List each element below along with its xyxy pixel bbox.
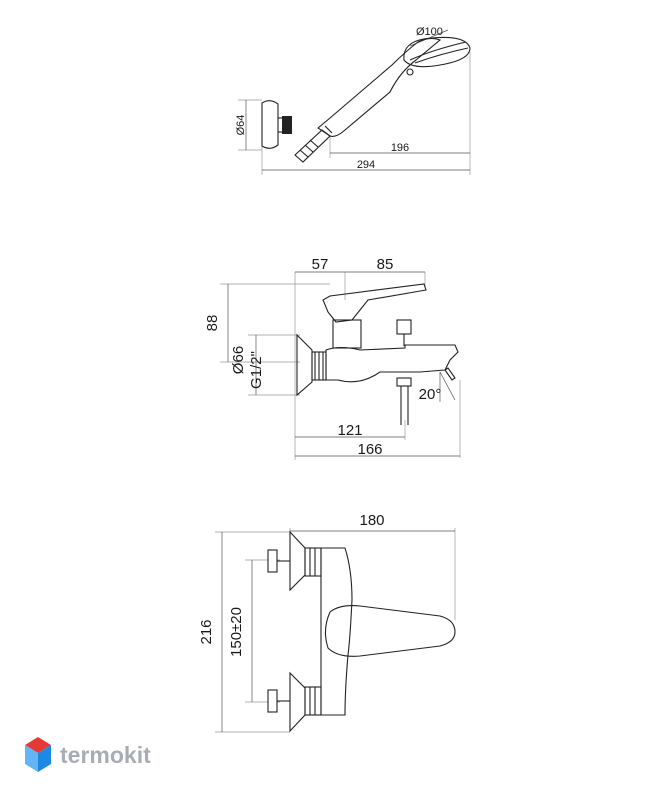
label-294: 294 bbox=[357, 159, 375, 171]
hand-shower-view: Ø100 Ø64 196 294 bbox=[235, 26, 471, 175]
label-dia-66: Ø66 bbox=[230, 346, 247, 374]
wall-flange bbox=[296, 333, 313, 397]
upper-nut bbox=[304, 547, 322, 577]
logo-cube-right bbox=[38, 745, 51, 772]
label-85: 85 bbox=[377, 256, 394, 273]
front-lever bbox=[324, 605, 456, 657]
label-dia-head: Ø100 bbox=[416, 26, 443, 38]
label-angle: 20° bbox=[419, 386, 442, 403]
upper-flange bbox=[289, 530, 306, 592]
front-body bbox=[320, 547, 353, 716]
cartridge bbox=[332, 319, 362, 349]
label-216: 216 bbox=[198, 619, 215, 644]
lower-knob bbox=[267, 689, 278, 713]
logo-cube-left bbox=[25, 745, 38, 772]
label-196: 196 bbox=[391, 142, 409, 154]
label-180: 180 bbox=[359, 512, 384, 529]
diverter-knob bbox=[396, 319, 412, 335]
lever bbox=[322, 283, 427, 323]
mixer-body bbox=[325, 344, 459, 383]
label-121: 121 bbox=[337, 422, 362, 439]
hose-outlet bbox=[396, 377, 412, 387]
lower-flange bbox=[289, 671, 306, 733]
label-88: 88 bbox=[204, 315, 221, 332]
mixer-front-view: 180 216 150±20 bbox=[198, 512, 456, 733]
shower-head bbox=[403, 36, 471, 68]
mixer-side-view: 57 85 88 Ø66 G1/2" 20° 121 166 bbox=[204, 256, 461, 460]
hose-connector bbox=[294, 129, 331, 163]
wall-holder bbox=[261, 100, 279, 149]
label-dia-holder: Ø64 bbox=[235, 115, 247, 136]
label-57: 57 bbox=[312, 256, 329, 273]
upper-knob bbox=[267, 549, 278, 573]
lower-nut bbox=[304, 686, 322, 716]
termokit-logo: termokit bbox=[25, 737, 151, 772]
logo-text: termokit bbox=[60, 742, 151, 768]
shower-button-icon bbox=[406, 68, 414, 76]
label-150: 150±20 bbox=[228, 607, 245, 657]
shower-handle bbox=[317, 37, 442, 137]
label-166: 166 bbox=[357, 441, 382, 458]
label-thread: G1/2" bbox=[248, 351, 265, 389]
holder-ring bbox=[282, 116, 292, 134]
